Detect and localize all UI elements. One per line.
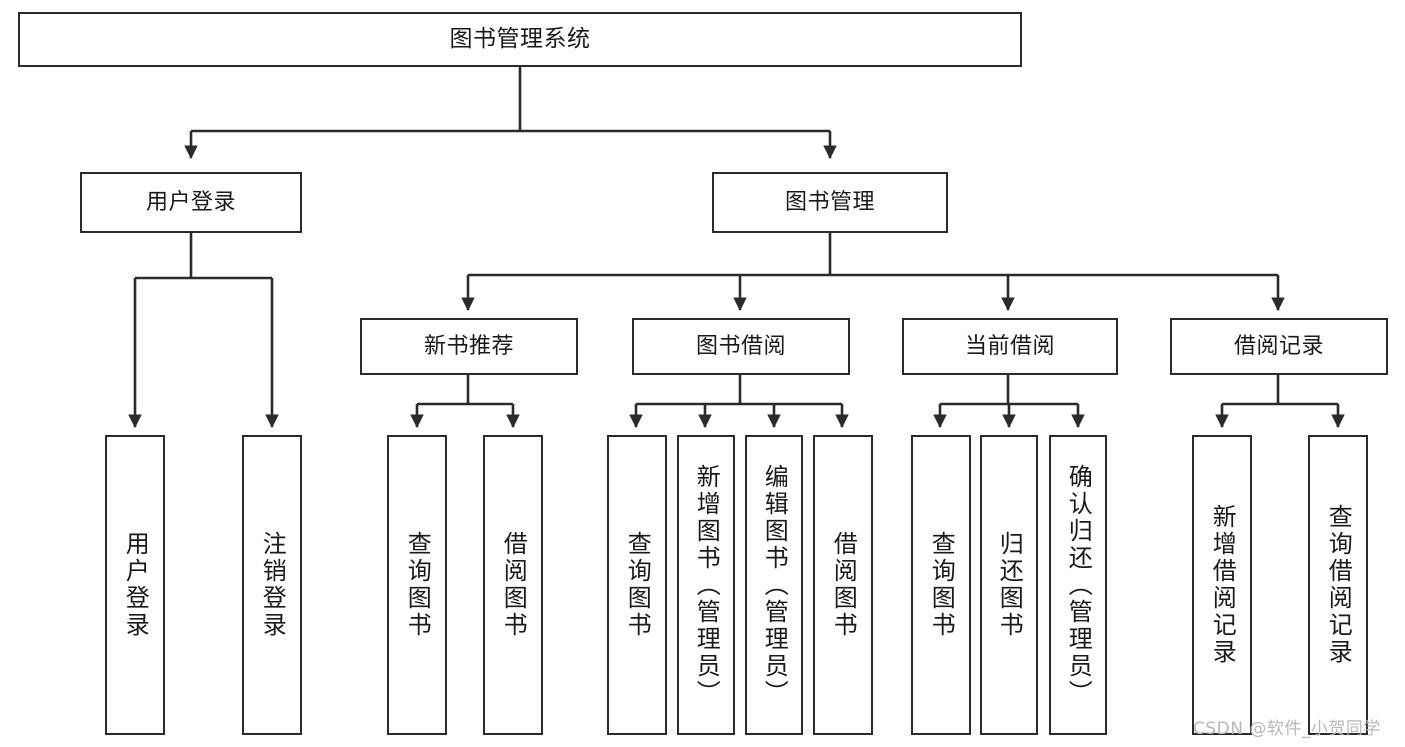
node-borrowing-record[interactable]: 借阅记录	[1170, 318, 1388, 375]
node-label: 图书管理	[784, 189, 875, 215]
leaf-book-borrow-add-book-admin[interactable]: 新增图书（管理员）	[677, 435, 735, 735]
node-label: 图书借阅	[695, 333, 786, 359]
leaf-book-borrow-query-book[interactable]: 查询图书	[607, 435, 667, 735]
node-label: 当前借阅	[964, 333, 1055, 359]
node-label: 用户登录	[121, 531, 150, 639]
node-label: 查询图书	[403, 531, 432, 639]
leaf-borrow-record-add-record[interactable]: 新增借阅记录	[1192, 435, 1252, 735]
node-label: 查询借阅记录	[1324, 504, 1353, 666]
node-label: 借阅图书	[499, 531, 528, 639]
node-label: 查询图书	[623, 531, 652, 639]
node-label: 新增图书（管理员）	[692, 463, 721, 707]
leaf-book-borrow-borrow-book[interactable]: 借阅图书	[813, 435, 873, 735]
leaf-user-login-login[interactable]: 用户登录	[105, 435, 165, 735]
leaf-user-login-logout[interactable]: 注销登录	[242, 435, 302, 735]
node-label: 用户登录	[145, 189, 236, 215]
leaf-current-borrow-return-book[interactable]: 归还图书	[980, 435, 1038, 735]
node-label: 归还图书	[995, 531, 1024, 639]
node-new-book-recommendation[interactable]: 新书推荐	[360, 318, 578, 375]
node-user-login[interactable]: 用户登录	[80, 172, 302, 233]
node-label: 图书管理系统	[449, 26, 591, 53]
node-label: 新增借阅记录	[1208, 504, 1237, 666]
leaf-current-borrow-query-book[interactable]: 查询图书	[911, 435, 971, 735]
node-book-borrowing[interactable]: 图书借阅	[632, 318, 850, 375]
leaf-new-book-borrow-book[interactable]: 借阅图书	[483, 435, 543, 735]
leaf-current-borrow-confirm-return-admin[interactable]: 确认归还（管理员）	[1049, 435, 1107, 735]
leaf-new-book-query-book[interactable]: 查询图书	[387, 435, 447, 735]
leaf-book-borrow-edit-book-admin[interactable]: 编辑图书（管理员）	[745, 435, 803, 735]
node-label: 借阅图书	[829, 531, 858, 639]
node-label: 注销登录	[258, 531, 287, 639]
node-root-book-management-system[interactable]: 图书管理系统	[18, 12, 1022, 67]
node-label: 编辑图书（管理员）	[760, 463, 789, 707]
node-book-management[interactable]: 图书管理	[712, 172, 948, 233]
node-label: 新书推荐	[423, 333, 514, 359]
node-label: 借阅记录	[1233, 333, 1324, 359]
node-label: 查询图书	[927, 531, 956, 639]
leaf-borrow-record-query-record[interactable]: 查询借阅记录	[1308, 435, 1368, 735]
node-current-borrowing[interactable]: 当前借阅	[902, 318, 1118, 375]
node-label: 确认归还（管理员）	[1064, 463, 1093, 707]
